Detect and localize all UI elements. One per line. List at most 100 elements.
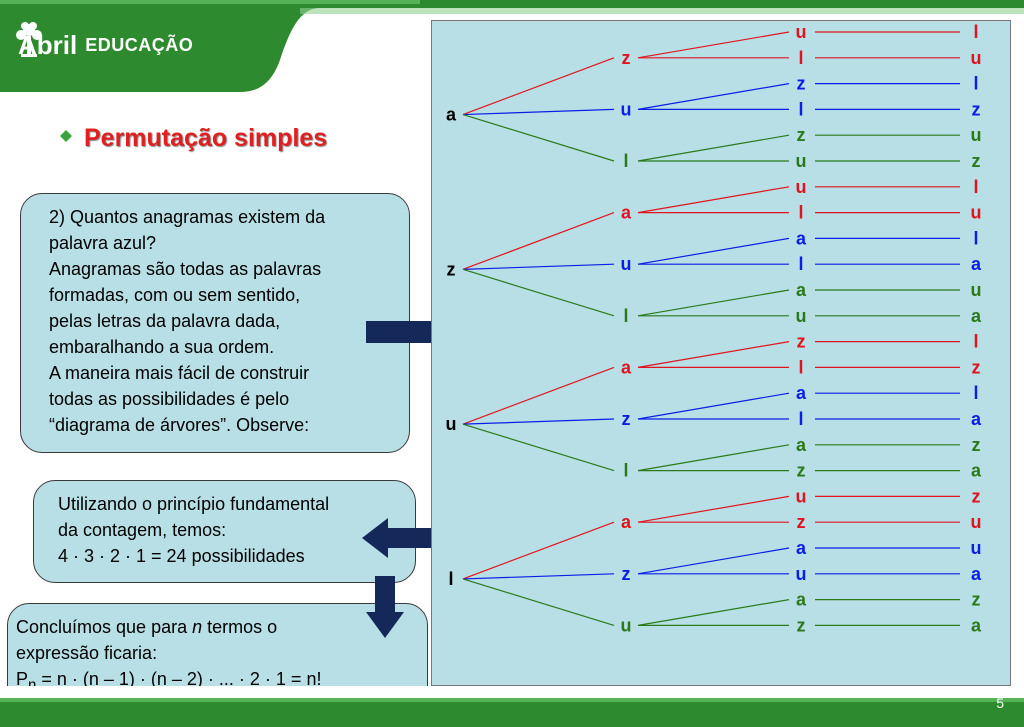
tree-branch-line xyxy=(462,57,615,116)
tree-fourth-letter: l xyxy=(973,22,978,42)
tree-third-letter: a xyxy=(796,538,807,558)
conclusion-line-1: Concluímos que para n termos o xyxy=(16,614,417,640)
tree-fourth-letter: u xyxy=(971,280,982,300)
tree-third-letter: a xyxy=(796,435,807,455)
question-line: todas as possibilidades é pelo xyxy=(49,389,290,409)
tree-second-letter: u xyxy=(621,615,632,635)
tree-branch-line xyxy=(637,392,790,420)
tree-fourth-letter: z xyxy=(972,357,981,377)
tree-third-letter: l xyxy=(798,357,803,377)
footer-band xyxy=(0,686,1024,727)
tree-second-letter: l xyxy=(623,461,628,481)
tree-branch-line xyxy=(462,108,615,116)
tree-third-letter: l xyxy=(798,254,803,274)
tree-third-letter: z xyxy=(797,74,806,94)
tree-fourth-letter: z xyxy=(972,151,981,171)
tree-fourth-letter: z xyxy=(972,590,981,610)
question-line: pelas letras da palavra dada, xyxy=(49,311,281,331)
counting-line: da contagem, temos: xyxy=(58,520,227,540)
tree-fourth-letter: a xyxy=(971,409,982,429)
formula-rest: = n · (n – 1) · (n – 2) · ... · 2 · 1 = … xyxy=(36,669,322,689)
slide-title: Permutação simples xyxy=(84,124,328,152)
tree-branch-line xyxy=(462,263,615,270)
conclusion-line-2: expressão ficaria: xyxy=(16,643,158,663)
tree-second-letter: u xyxy=(621,254,632,274)
formula-subscript: n xyxy=(28,676,37,694)
tree-branch-line xyxy=(462,418,615,425)
tree-second-letter: a xyxy=(621,357,632,377)
tree-fourth-letter: u xyxy=(971,538,982,558)
tree-third-letter: z xyxy=(797,512,806,532)
tree-branch-line xyxy=(637,444,790,472)
tree-branch-line xyxy=(637,186,790,214)
tree-third-letter: u xyxy=(796,486,807,506)
tree-second-letter: a xyxy=(621,512,632,532)
tree-second-letter: a xyxy=(621,203,632,223)
tree-branch-line xyxy=(637,83,790,110)
tree-fourth-letter: u xyxy=(971,48,982,68)
tree-branch-line xyxy=(462,578,615,626)
tree-branch-line xyxy=(462,212,615,270)
tree-third-letter: a xyxy=(796,383,807,403)
question-line: “diagrama de árvores”. Observe: xyxy=(49,415,310,435)
tree-branch-line xyxy=(637,237,790,265)
tree-third-letter: l xyxy=(798,48,803,68)
tree-third-letter: a xyxy=(796,280,807,300)
conclusion-text: termos o xyxy=(202,617,278,637)
tree-third-letter: u xyxy=(796,306,807,326)
tree-second-letter: z xyxy=(622,48,631,68)
tree-fourth-letter: l xyxy=(973,74,978,94)
tree-fourth-letter: a xyxy=(971,564,982,584)
tree-third-letter: a xyxy=(796,228,807,248)
tree-root-letter: l xyxy=(448,569,453,589)
tree-third-letter: a xyxy=(796,590,807,610)
formula-p: P xyxy=(16,669,29,689)
tree-branch-line xyxy=(637,495,790,523)
tree-fourth-letter: a xyxy=(971,254,982,274)
tree-fourth-letter: a xyxy=(971,461,982,481)
tree-root-letter: a xyxy=(446,105,457,125)
tree-branch-line xyxy=(462,573,615,580)
tree-third-letter: z xyxy=(797,332,806,352)
tree-third-letter: l xyxy=(798,203,803,223)
tree-branch-line xyxy=(462,423,615,472)
tree-branch-line xyxy=(637,547,790,575)
tree-third-letter: u xyxy=(796,564,807,584)
tree-fourth-letter: z xyxy=(972,486,981,506)
tree-fourth-letter: l xyxy=(973,332,978,352)
tree-root-letter: u xyxy=(446,414,457,434)
tree-fourth-letter: l xyxy=(973,228,978,248)
counting-line: Utilizando o princípio fundamental xyxy=(58,494,330,514)
arrow-down-icon xyxy=(366,576,404,638)
variable-n: n xyxy=(192,617,203,637)
brand-subtitle: EDUCAÇÃO xyxy=(85,34,194,55)
question-line: Anagramas são todas as palavras xyxy=(49,259,322,279)
tree-branch-line xyxy=(462,521,615,580)
tree-second-letter: l xyxy=(623,151,628,171)
tree-branch-line xyxy=(462,366,615,425)
tree-fourth-letter: z xyxy=(972,435,981,455)
tree-third-letter: u xyxy=(796,22,807,42)
question-box: 2) Quantos anagramas existem da palavra … xyxy=(20,193,410,453)
diamond-bullet-icon xyxy=(60,130,72,142)
tree-branch-line xyxy=(637,289,790,317)
tree-branch-line xyxy=(637,599,790,626)
tree-third-letter: z xyxy=(797,461,806,481)
tree-logo-icon xyxy=(16,22,42,57)
question-line: 2) Quantos anagramas existem da xyxy=(49,207,326,227)
tree-branch-line xyxy=(637,134,790,162)
page-number: 5 xyxy=(996,695,1004,711)
conclusion-text: Concluímos que para xyxy=(16,617,193,637)
tree-fourth-letter: z xyxy=(972,99,981,119)
tree-branch-line xyxy=(637,341,790,368)
tree-third-letter: u xyxy=(796,177,807,197)
tree-second-letter: u xyxy=(621,99,632,119)
tree-fourth-letter: u xyxy=(971,512,982,532)
tree-fourth-letter: l xyxy=(973,383,978,403)
tree-third-letter: z xyxy=(797,125,806,145)
counting-line: 4 · 3 · 2 · 1 = 24 possibilidades xyxy=(58,546,305,566)
tree-root-letter: z xyxy=(447,259,456,279)
counting-principle-box: Utilizando o princípio fundamental da co… xyxy=(33,480,416,583)
tree-second-letter: z xyxy=(622,564,631,584)
